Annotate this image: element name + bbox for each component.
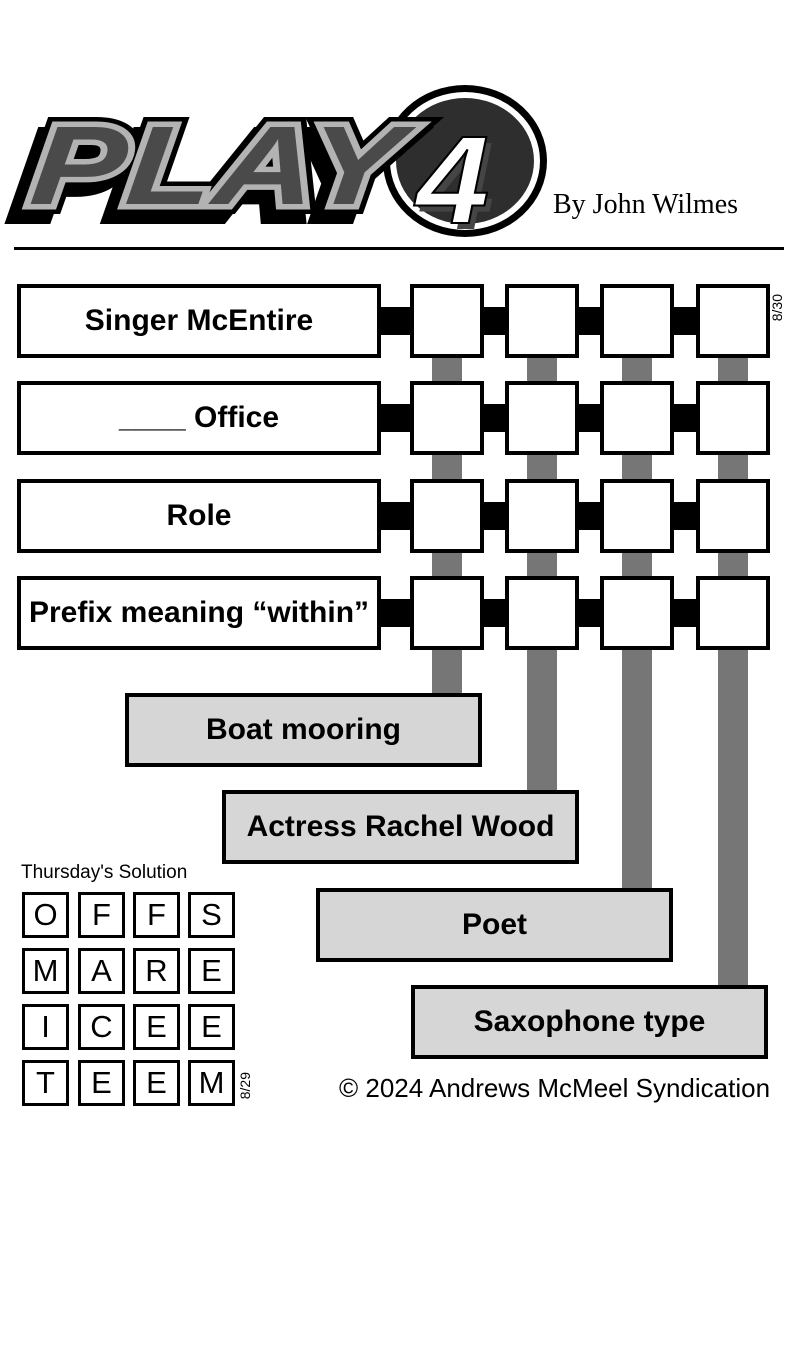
solution-cell-r3c2: C xyxy=(78,1004,125,1050)
answer-cell-r4c1[interactable] xyxy=(410,576,484,650)
solution-cell-r3c3: E xyxy=(133,1004,180,1050)
across-clue-2: ____ Office xyxy=(17,381,381,455)
answer-cell-r2c2[interactable] xyxy=(505,381,579,455)
down-clue-3: Poet xyxy=(316,888,673,962)
answer-cell-r4c4[interactable] xyxy=(696,576,770,650)
solution-title: Thursday's Solution xyxy=(21,862,188,883)
answer-cell-r2c1[interactable] xyxy=(410,381,484,455)
solution-cell-r4c3: E xyxy=(133,1060,180,1106)
solution-cell-r1c4: S xyxy=(188,892,235,938)
across-clue-3: Role xyxy=(17,479,381,553)
copyright-text: © 2024 Andrews McMeel Syndication xyxy=(339,1073,771,1103)
solution-cell-r2c3: R xyxy=(133,948,180,994)
play4-logo: PLAY PLAY PLAY PLAY 4 xyxy=(5,82,560,250)
answer-cell-r1c2[interactable] xyxy=(505,284,579,358)
answer-cell-r2c4[interactable] xyxy=(696,381,770,455)
answer-cell-r4c3[interactable] xyxy=(600,576,674,650)
puzzle-date-stamp: 8/30 xyxy=(769,294,785,322)
answer-cell-r4c2[interactable] xyxy=(505,576,579,650)
logo-circle-badge xyxy=(390,92,540,230)
answer-cell-r1c4[interactable] xyxy=(696,284,770,358)
solution-cell-r4c2: E xyxy=(78,1060,125,1106)
across-clue-1: Singer McEntire xyxy=(17,284,381,358)
answer-cell-r3c2[interactable] xyxy=(505,479,579,553)
across-clue-4: Prefix meaning “within” xyxy=(17,576,381,650)
logo-word-core: PLAY xyxy=(25,103,410,228)
byline: By John Wilmes xyxy=(553,189,739,220)
answer-cell-r1c1[interactable] xyxy=(410,284,484,358)
solution-cell-r1c2: F xyxy=(78,892,125,938)
answer-cell-r3c1[interactable] xyxy=(410,479,484,553)
solution-cell-r2c2: A xyxy=(78,948,125,994)
down-clue-2: Actress Rachel Wood xyxy=(222,790,579,864)
logo-number-4: 4 xyxy=(415,111,490,250)
solution-cell-r1c3: F xyxy=(133,892,180,938)
solution-cell-r4c1: T xyxy=(22,1060,69,1106)
solution-date-stamp: 8/29 xyxy=(237,1072,253,1100)
answer-cell-r3c4[interactable] xyxy=(696,479,770,553)
header-divider xyxy=(14,247,784,250)
solution-cell-r1c1: O xyxy=(22,892,69,938)
solution-cell-r3c4: E xyxy=(188,1004,235,1050)
solution-cell-r2c4: E xyxy=(188,948,235,994)
down-clue-1: Boat mooring xyxy=(125,693,482,767)
down-clue-4: Saxophone type xyxy=(411,985,768,1059)
answer-cell-r1c3[interactable] xyxy=(600,284,674,358)
answer-cell-r3c3[interactable] xyxy=(600,479,674,553)
solution-cell-r2c1: M xyxy=(22,948,69,994)
solution-cell-r4c4: M xyxy=(188,1060,235,1106)
solution-cell-r3c1: I xyxy=(22,1004,69,1050)
answer-cell-r2c3[interactable] xyxy=(600,381,674,455)
